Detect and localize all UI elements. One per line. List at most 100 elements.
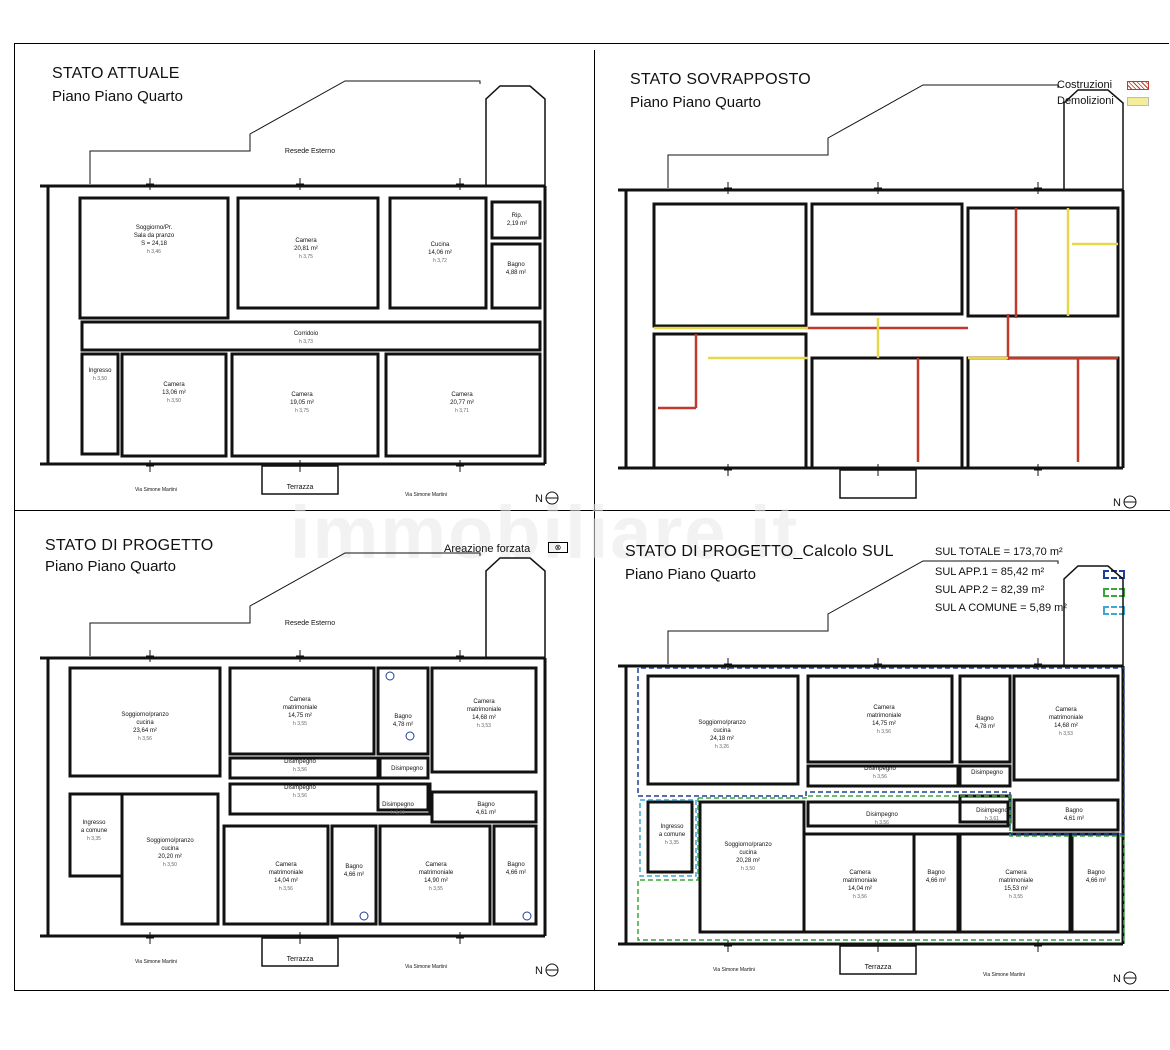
room-tl-5-height: h 3,73 (299, 339, 313, 345)
room-br-0-text: Soggiorno/pranzo (698, 720, 746, 726)
north-label: N (535, 493, 543, 505)
room-br-12-text: 4,66 m² (926, 878, 946, 884)
north-label: N (1113, 973, 1121, 985)
terrace-label: Terrazza (287, 956, 314, 963)
room-bl-3-height: h 3,53 (477, 723, 491, 729)
room-br-10-height: h 3,50 (741, 866, 755, 872)
room-br-0-height: h 3,26 (715, 744, 729, 750)
room-wall (228, 666, 376, 756)
room-tl-0-text: Soggiorno/Pr. (136, 225, 173, 231)
room-wall (78, 196, 230, 320)
room-bl-13-text: matrimoniale (419, 870, 454, 876)
room-bl-1-height: h 3,55 (293, 721, 307, 727)
room-wall (388, 196, 488, 310)
room-tl-1-height: h 3,75 (299, 254, 313, 260)
room-br-3-height: h 3,53 (1059, 731, 1073, 737)
room-bl-1-text: matrimoniale (283, 705, 318, 711)
room-br-2-text: 4,78 m² (975, 724, 995, 730)
room-wall (230, 352, 380, 458)
room-tl-8-text: 19,05 m² (290, 400, 314, 406)
room-bl-13-text: Camera (425, 862, 447, 868)
room-bl-10-height: h 3,50 (163, 862, 177, 868)
room-br-3-text: Camera (1055, 707, 1077, 713)
room-bl-6-text: Disimpegno (284, 785, 316, 791)
room-br-9-text: Ingresso (660, 824, 684, 830)
room-tl-8-height: h 3,75 (295, 408, 309, 414)
room-wall (376, 782, 430, 812)
room-br-8-text: Bagno (1065, 808, 1083, 814)
room-br-7-height: h 3,61 (985, 816, 999, 822)
room-bl-3-text: matrimoniale (467, 707, 502, 713)
room-tl-7-text: Camera (163, 382, 185, 388)
room-br-11-text: Camera (849, 870, 871, 876)
street-label-2: Via Simone Martini (983, 972, 1025, 978)
sul-comune-label: SUL A COMUNE = 5,89 m² (935, 602, 1067, 614)
room-tl-0-text: S = 24,18 (141, 241, 168, 247)
room-bl-11-text: matrimoniale (269, 870, 304, 876)
room-tl-7-height: h 3,50 (167, 398, 181, 404)
ventilation-marker-icon (385, 671, 395, 681)
room-tl-9-text: Camera (451, 392, 473, 398)
room-tl-2-text: Cucina (431, 242, 450, 248)
legend-areazione-label: Areazione forzata (444, 543, 531, 555)
legend-costruzioni-label: Costruzioni (1057, 79, 1113, 91)
room-wall (376, 666, 430, 756)
room-wall (430, 666, 538, 774)
sul-comune-swatch (1103, 606, 1125, 615)
room-br-9-height: h 3,35 (665, 840, 679, 846)
room-bl-12-text: Bagno (345, 864, 363, 870)
room-tl-0-text: Sala da pranzo (134, 233, 175, 239)
room-wall (810, 356, 964, 470)
room-bl-9-height: h 3,35 (87, 836, 101, 842)
sul-app2-outline (637, 795, 1125, 941)
room-wall (120, 792, 220, 926)
room-wall (378, 824, 492, 926)
room-bl-5-text: Disimpegno (391, 766, 423, 772)
room-wall (646, 800, 694, 874)
room-wall (492, 824, 538, 926)
room-wall (966, 206, 1120, 318)
room-br-10-text: Soggiorno/pranzo (724, 842, 772, 848)
room-tl-9-height: h 3,71 (455, 408, 469, 414)
room-bl-10-text: cucina (161, 846, 179, 852)
panel-br-title: STATO DI PROGETTO_Calcolo SUL (625, 543, 894, 560)
room-wall (330, 824, 378, 926)
ventilation-icon: ⊗ (548, 542, 568, 553)
room-wall (228, 782, 432, 816)
room-wall (1012, 674, 1120, 782)
room-wall (1070, 832, 1120, 934)
room-br-10-text: cucina (739, 850, 757, 856)
room-bl-8-text: Bagno (477, 802, 495, 808)
room-br-2-text: Bagno (976, 716, 994, 722)
room-bl-10-text: Soggiorno/pranzo (146, 838, 194, 844)
street-label-2: Via Simone Martini (405, 964, 447, 970)
north-label: N (535, 965, 543, 977)
sul-app1-label: SUL APP.1 = 85,42 m² (935, 566, 1045, 578)
drawing-frame (14, 43, 1169, 991)
terrace-label: Terrazza (287, 484, 314, 491)
room-br-1-text: matrimoniale (867, 713, 902, 719)
room-wall (80, 352, 120, 456)
room-wall (490, 242, 542, 310)
room-br-3-text: matrimoniale (1049, 715, 1084, 721)
room-wall (1012, 798, 1120, 832)
legend-costruzioni-swatch (1127, 81, 1149, 90)
room-br-4-height: h 3,56 (873, 774, 887, 780)
room-wall (806, 764, 960, 788)
room-bl-8-text: 4,61 m² (476, 810, 496, 816)
room-wall (68, 792, 124, 878)
panel-tl-subtitle: Piano Piano Quarto (52, 88, 183, 105)
legend-demolizioni-label: Demolizioni (1057, 95, 1114, 107)
terrace-label: Terrazza (865, 964, 892, 971)
room-tl-2-text: 14,06 m² (428, 250, 452, 256)
room-br-1-text: Camera (873, 705, 895, 711)
room-wall (806, 674, 954, 764)
street-label-1: Via Simone Martini (713, 967, 755, 973)
panel-tr-title: STATO SOVRAPPOSTO (630, 71, 811, 88)
room-tl-3-text: 2,19 m² (507, 221, 527, 227)
resede-label: Resede Esterno (285, 148, 335, 155)
room-tl-7-text: 13,06 m² (162, 390, 186, 396)
room-br-1-height: h 3,56 (877, 729, 891, 735)
room-wall (376, 756, 430, 780)
